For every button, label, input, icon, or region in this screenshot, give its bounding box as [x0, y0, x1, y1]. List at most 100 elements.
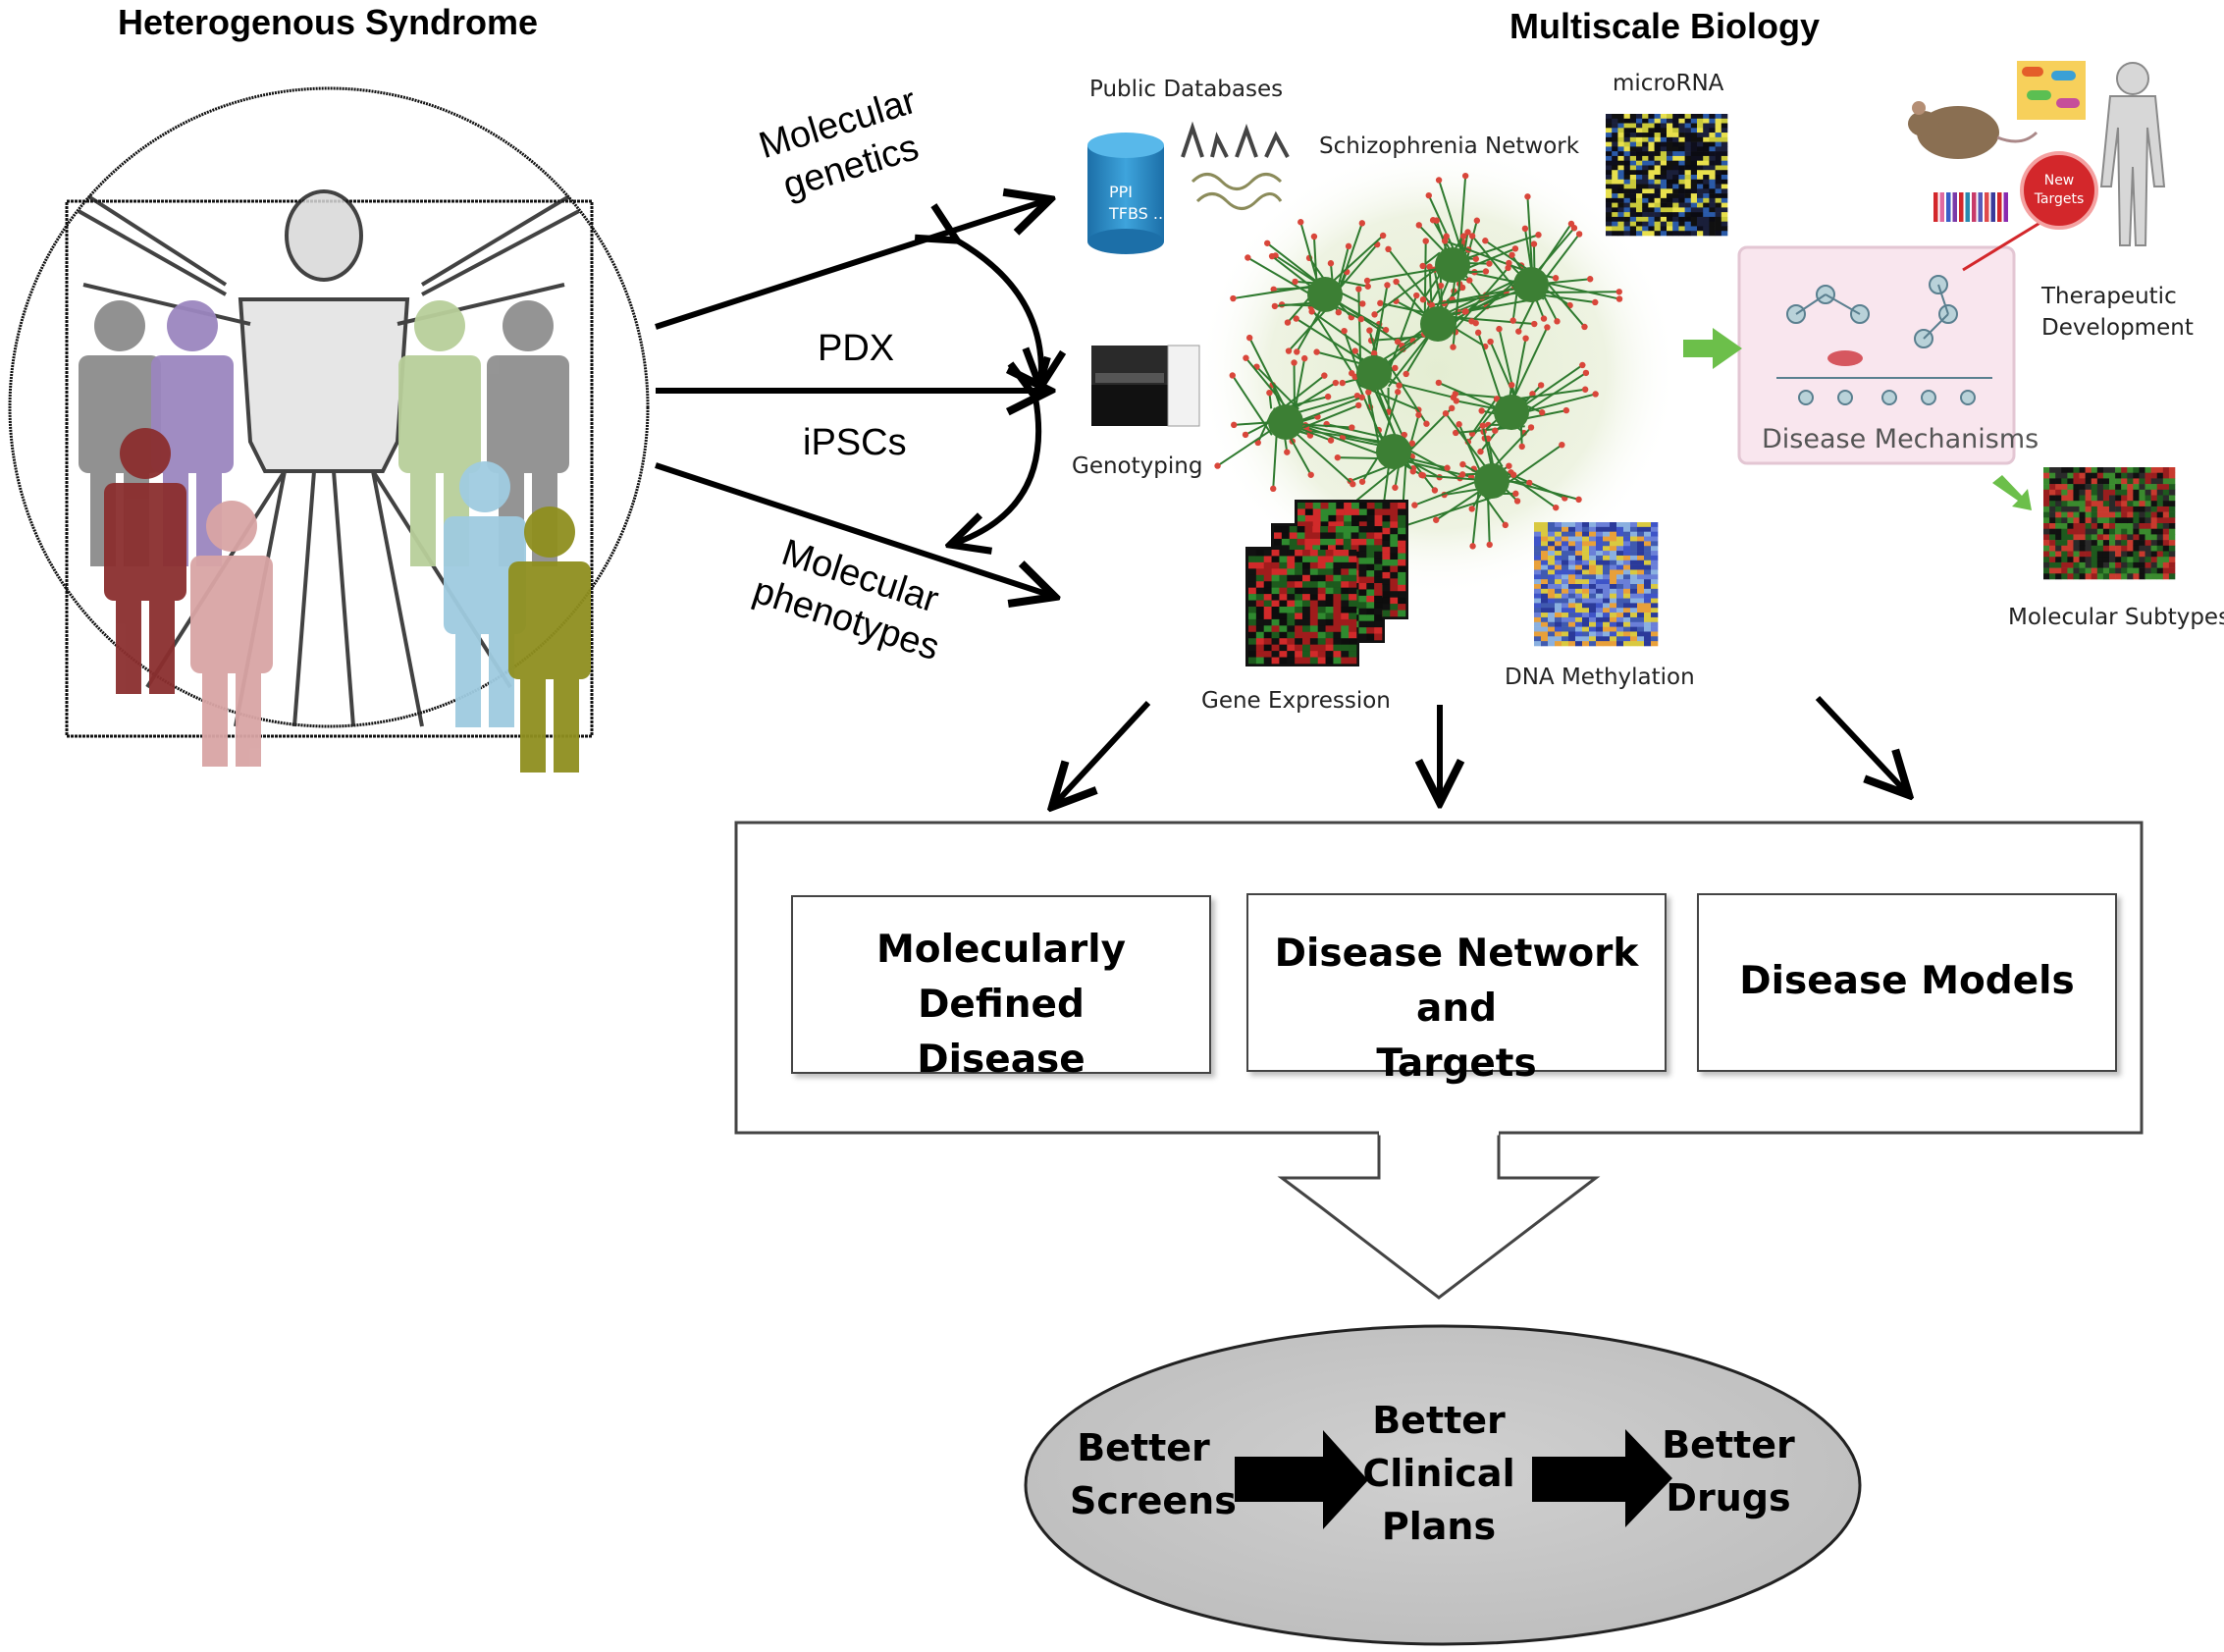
heatmap-cell	[1589, 536, 1597, 542]
heatmap-cell	[2115, 528, 2122, 535]
heatmap-cell	[1596, 598, 1604, 604]
heatmap-cell	[1568, 616, 1576, 623]
network-node	[1214, 462, 1221, 469]
heatmap-cell	[2055, 484, 2062, 491]
heatmap-cell	[2162, 467, 2170, 473]
heatmap-cell	[1248, 631, 1257, 639]
heatmap-cell	[1654, 133, 1662, 138]
label-therapeutic-development: Therapeutic Development	[2041, 284, 2194, 341]
heatmap-cell	[2133, 573, 2140, 580]
heatmap-cell	[1382, 578, 1391, 586]
heatmap-cell	[1610, 536, 1617, 542]
heatmap-cell	[1637, 522, 1645, 528]
heatmap-cell	[1248, 556, 1257, 563]
heatmap-cell	[1335, 532, 1345, 540]
heatmap-cell	[2115, 467, 2122, 473]
heatmap-cell	[1697, 202, 1704, 208]
new-targets-badge	[1962, 151, 2098, 272]
heatmap-cell	[1398, 521, 1406, 529]
heatmap-cell	[1623, 593, 1631, 599]
heatmap-cell	[2162, 484, 2170, 491]
heatmap-cell	[2115, 506, 2122, 512]
heatmap-cell	[1644, 531, 1652, 537]
network-node	[1505, 264, 1511, 272]
heatmap-cell	[2121, 573, 2128, 580]
heatmap-cell	[2067, 557, 2074, 563]
heatmap-cell	[1636, 165, 1643, 171]
heatmap-cell	[2109, 540, 2116, 547]
mouse-icon	[1908, 101, 2039, 159]
heatmap-cell	[1629, 202, 1637, 208]
heatmap-cell	[1651, 564, 1659, 570]
heatmap-cell	[1575, 603, 1583, 609]
heatmap-cell	[1534, 636, 1542, 642]
heatmap-cell	[1358, 595, 1367, 603]
heatmap-cell	[2156, 573, 2164, 580]
molecular-subtypes-heatmap	[2043, 467, 2176, 580]
heatmap-cell	[1672, 155, 1679, 161]
network-node	[1562, 406, 1570, 414]
heatmap-cell	[2091, 528, 2098, 535]
heatmap-cell	[1616, 546, 1624, 552]
heatmap-cell	[1612, 155, 1618, 161]
heatmap-cell	[1328, 503, 1337, 509]
heatmap-cell	[1709, 128, 1716, 133]
heatmap-cell	[1629, 136, 1637, 142]
heatmap-cell	[1637, 536, 1645, 542]
heatmap-cell	[1667, 175, 1673, 181]
heatmap-cell	[2049, 567, 2056, 574]
heatmap-cell	[2043, 472, 2050, 479]
heatmap-cell	[1366, 526, 1375, 533]
heatmap-cell	[2127, 534, 2134, 541]
heatmap-cell	[2055, 501, 2062, 507]
heatmap-cell	[1636, 212, 1643, 218]
heatmap-cell	[1589, 626, 1597, 632]
heatmap-cell	[1366, 608, 1375, 615]
heatmap-cell	[2079, 489, 2086, 496]
network-node	[1310, 233, 1318, 240]
heatmap-cell	[1350, 526, 1359, 533]
heatmap-cell	[1637, 636, 1645, 642]
network-node	[1530, 240, 1538, 247]
heatmap-cell	[1629, 175, 1637, 181]
heatmap-cell	[2115, 484, 2122, 491]
heatmap-cell	[1636, 118, 1643, 124]
heatmap-cell	[2162, 478, 2170, 485]
heatmap-cell	[1390, 503, 1399, 509]
heatmap-cell	[1651, 569, 1659, 575]
heatmap-cell	[1715, 146, 1722, 152]
heatmap-cell	[1610, 522, 1617, 528]
heatmap-cell	[2139, 528, 2145, 535]
heatmap-cell	[1606, 136, 1613, 142]
network-node	[1426, 263, 1433, 270]
heatmap-cell	[1667, 184, 1673, 189]
heatmap-cell	[2121, 489, 2128, 496]
heatmap-cell	[1575, 631, 1583, 637]
heatmap-cell	[1344, 503, 1352, 509]
heatmap-cell	[2121, 523, 2128, 529]
heatmap-cell	[1317, 594, 1326, 601]
heatmap-cell	[1606, 170, 1613, 176]
heatmap-cell	[1325, 657, 1334, 665]
heatmap-cell	[1302, 556, 1311, 563]
heatmap-cell	[1612, 221, 1618, 227]
heatmap-cell	[1358, 521, 1368, 529]
heatmap-cell	[1610, 608, 1617, 613]
heatmap-cell	[2150, 517, 2158, 524]
heatmap-cell	[1644, 579, 1652, 585]
heatmap-cell	[1616, 598, 1624, 604]
heatmap-cell	[1617, 193, 1624, 199]
heatmap-cell	[1644, 641, 1652, 647]
network-node	[1365, 389, 1372, 396]
heatmap-cell	[1309, 550, 1319, 557]
heatmap-cell	[2061, 561, 2068, 568]
heatmap-cell	[1341, 568, 1350, 576]
heatmap-cell	[1630, 613, 1638, 618]
heatmap-cell	[1623, 170, 1631, 176]
heatmap-cell	[1697, 165, 1704, 171]
heatmap-cell	[2168, 534, 2176, 541]
heatmap-cell	[1279, 625, 1288, 633]
network-node	[1539, 409, 1546, 416]
heatmap-cell	[1660, 155, 1668, 161]
heatmap-cell	[1606, 216, 1613, 222]
